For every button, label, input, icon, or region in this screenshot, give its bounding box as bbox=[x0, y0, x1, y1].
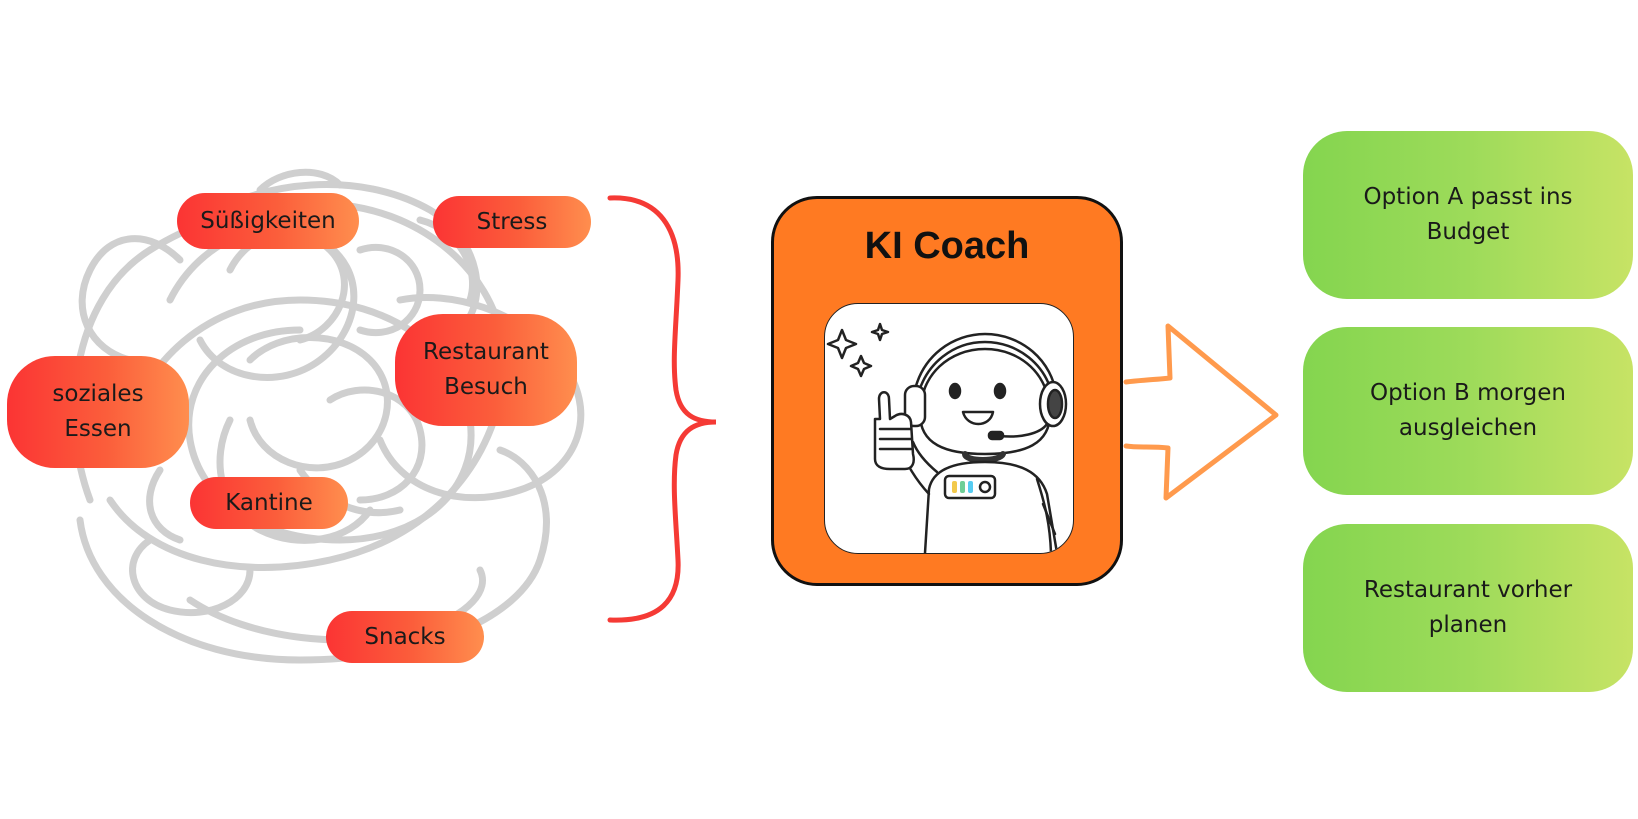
sparkle-icon bbox=[849, 354, 873, 378]
option-box-a: Option A passt ins Budget bbox=[1303, 131, 1633, 299]
problem-label: Kantine bbox=[225, 489, 313, 516]
problem-pill-kantine: Kantine bbox=[190, 477, 348, 529]
option-box-c: Restaurant vorher planen bbox=[1303, 524, 1633, 692]
problem-label: soziales Essen bbox=[52, 381, 144, 442]
sparkle-icon bbox=[870, 322, 890, 342]
curly-brace bbox=[607, 195, 717, 623]
problem-pill-restaurant-besuch: Restaurant Besuch bbox=[395, 314, 577, 426]
coach-title: KI Coach bbox=[864, 225, 1030, 267]
sparkle-icon bbox=[826, 328, 858, 360]
option-box-b: Option B morgen ausgleichen bbox=[1303, 327, 1633, 495]
arrow-right-icon bbox=[1123, 323, 1279, 501]
problem-pill-soziales-essen: soziales Essen bbox=[7, 356, 189, 468]
problem-label: Süßigkeiten bbox=[200, 207, 336, 234]
tangle-scribble bbox=[70, 168, 585, 664]
problem-label: Snacks bbox=[364, 623, 446, 650]
problem-pill-snacks: Snacks bbox=[326, 611, 484, 663]
problem-label: Restaurant Besuch bbox=[423, 339, 549, 400]
option-label: Option B morgen ausgleichen bbox=[1369, 380, 1567, 441]
problem-label: Stress bbox=[476, 208, 548, 235]
ki-coach-box: KI Coach bbox=[771, 196, 1123, 586]
robot-card bbox=[824, 303, 1074, 554]
problem-pill-suessigkeiten: Süßigkeiten bbox=[177, 193, 359, 249]
problem-pill-stress: Stress bbox=[433, 196, 591, 248]
option-label: Option A passt ins Budget bbox=[1363, 184, 1573, 245]
robot-headset-thumbs-up-icon bbox=[826, 322, 1068, 553]
option-label: Restaurant vorher planen bbox=[1363, 577, 1573, 638]
